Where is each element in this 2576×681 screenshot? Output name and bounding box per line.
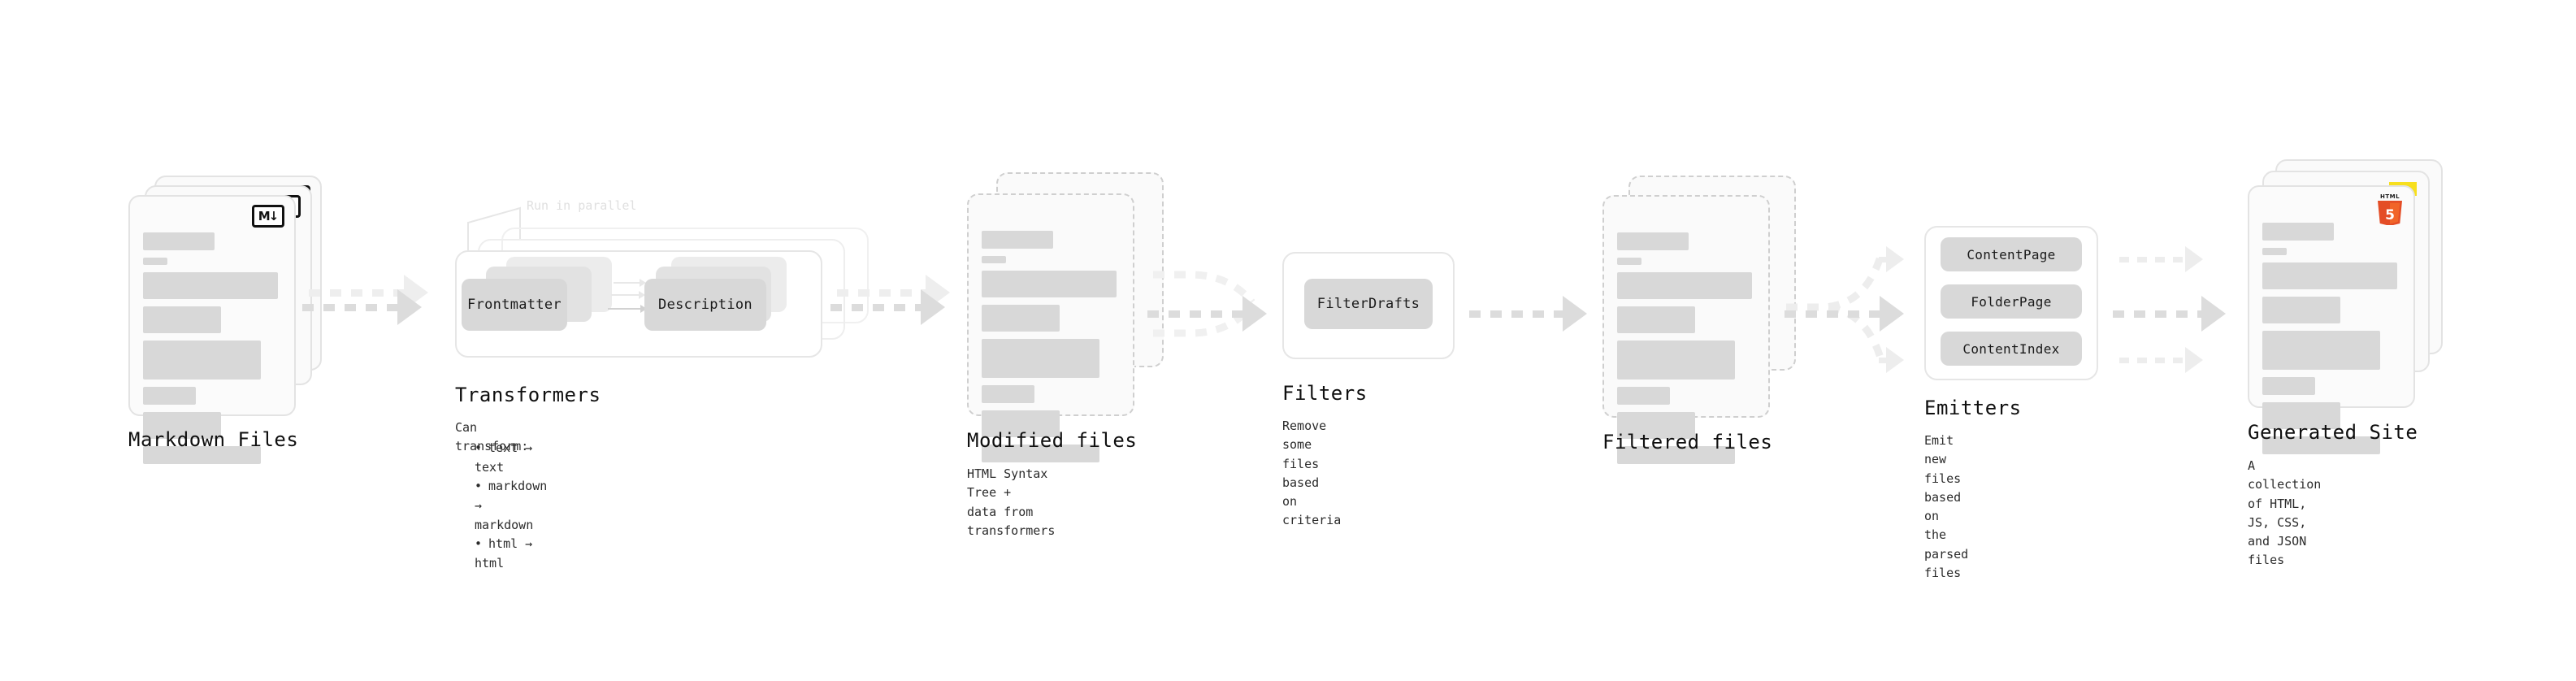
filter-chip-filterdrafts-label: FilterDrafts xyxy=(1316,296,1420,312)
html5-icon: HTML 5 xyxy=(2376,194,2404,225)
markdown-icon: M↓ xyxy=(252,205,284,228)
doc-skeleton-bars xyxy=(1617,232,1757,471)
modified-card-front xyxy=(967,193,1134,462)
stage-title-markdown-files: Markdown Files xyxy=(128,428,299,451)
transformers-bullet-2: html → html xyxy=(475,535,547,573)
emitter-chip-folderpage-label: FolderPage xyxy=(1971,293,2052,310)
stage-title-filtered-files: Filtered files xyxy=(1602,431,1773,453)
transformer-chip-frontmatter[interactable]: Frontmatter xyxy=(462,279,567,331)
arrow-modified-to-filters xyxy=(1147,296,1267,332)
arrow-filtered-to-emitters-bottom xyxy=(1879,347,1904,373)
doc-skeleton-bars xyxy=(143,232,283,471)
arrow-emitters-to-site-bottom xyxy=(2119,347,2203,373)
arrow-emitters-to-site-middle xyxy=(2113,296,2226,332)
stage-title-generated-site: Generated Site xyxy=(2248,421,2418,444)
site-card-front-html: HTML 5 xyxy=(2248,185,2415,454)
stage-title-emitters: Emitters xyxy=(1924,397,2022,419)
transformer-link-arrow-2 xyxy=(611,291,645,299)
arrow-filters-to-filtered xyxy=(1469,296,1587,332)
emitters-description: Emit new files based on the parsed files xyxy=(1924,433,1969,580)
transformers-bullet-0: text → text xyxy=(475,439,547,477)
filters-description: Remove some files based on criteria xyxy=(1282,419,1342,528)
transformer-link-arrow-3 xyxy=(614,279,646,287)
emitter-chip-contentindex-label: ContentIndex xyxy=(1962,340,2060,357)
transformer-chip-description-label: Description xyxy=(658,297,752,313)
arrow-modified-to-filters-branches xyxy=(1153,271,1255,337)
doc-skeleton-bars xyxy=(2262,223,2402,462)
doc-skeleton-bars xyxy=(982,231,1121,470)
generated-site-description: A collection of HTML, JS, CSS, and JSON … xyxy=(2248,458,2322,568)
arrow-filtered-to-emitters-top xyxy=(1879,246,1904,272)
stage-title-transformers: Transformers xyxy=(455,384,601,406)
arrow-transformers-to-modified xyxy=(830,289,945,325)
filtered-card-front xyxy=(1602,195,1770,464)
transformer-chip-frontmatter-label: Frontmatter xyxy=(467,297,562,313)
transformers-bullets: text → text markdown → markdown html → h… xyxy=(460,439,547,574)
parallel-bracket xyxy=(467,206,521,255)
stage-title-modified-files: Modified files xyxy=(967,429,1138,452)
modified-files-description: HTML Syntax Tree + data from transformer… xyxy=(967,466,1056,538)
emitter-chip-contentpage[interactable]: ContentPage xyxy=(1941,237,2082,271)
emitter-chip-contentpage-label: ContentPage xyxy=(1967,246,2056,262)
transformer-chip-description[interactable]: Description xyxy=(644,279,766,331)
transformer-link-arrow-1 xyxy=(608,305,647,313)
arrow-filtered-to-emitters-middle xyxy=(1785,296,1904,332)
arrow-markdown-to-transformers xyxy=(302,289,422,325)
parallel-label: Run in parallel xyxy=(527,198,637,213)
transformers-bullet-1: markdown → markdown xyxy=(475,477,547,535)
emitter-chip-contentindex[interactable]: ContentIndex xyxy=(1941,332,2082,366)
stage-title-filters: Filters xyxy=(1282,382,1368,405)
markdown-card-front: M↓ xyxy=(128,195,296,464)
filter-chip-filterdrafts[interactable]: FilterDrafts xyxy=(1304,279,1433,329)
svg-text:5: 5 xyxy=(2385,207,2395,223)
emitter-chip-folderpage[interactable]: FolderPage xyxy=(1941,284,2082,319)
arrow-filtered-to-emitters-branches xyxy=(1786,255,1884,359)
arrow-emitters-to-site-top xyxy=(2119,246,2203,272)
